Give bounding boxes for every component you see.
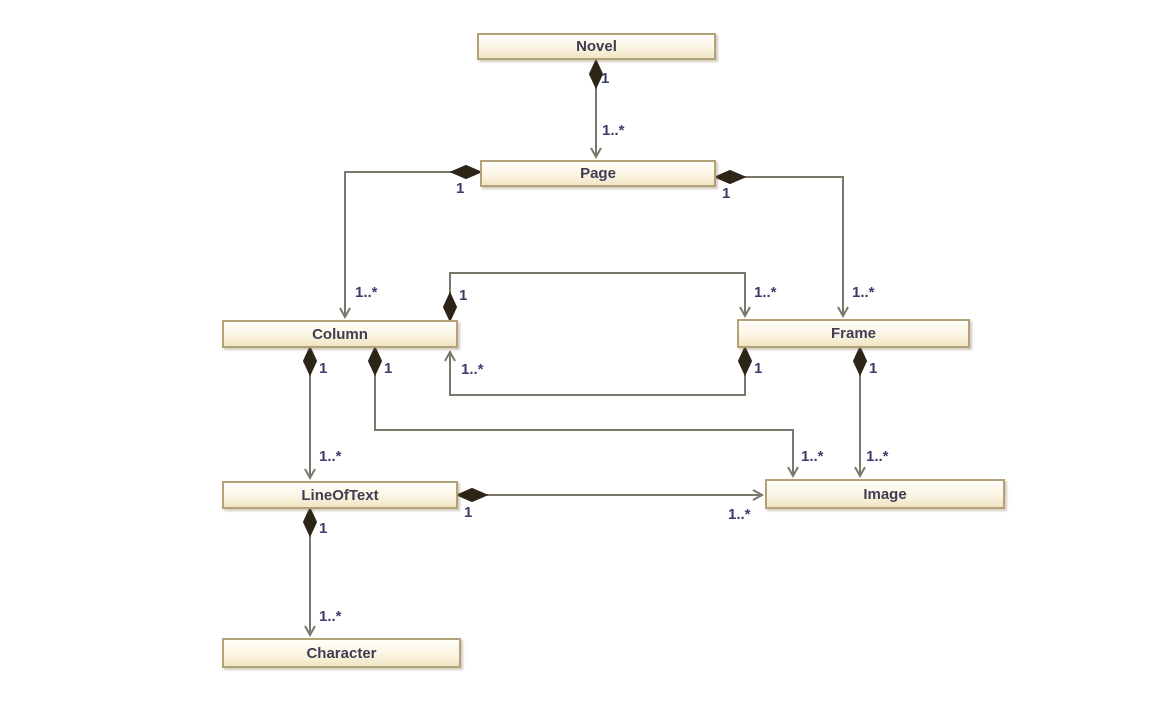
- class-name: LineOfText: [301, 486, 379, 504]
- edge-column-image: [367, 345, 799, 479]
- aggregation-diamond-icon: [455, 487, 489, 503]
- multiplicity-label: 1: [869, 360, 878, 377]
- class-name: Novel: [576, 38, 617, 55]
- open-arrowhead-icon: [339, 307, 351, 320]
- class-lineoftext: LineOfText: [222, 481, 458, 509]
- aggregation-diamond-icon: [588, 58, 604, 90]
- multiplicity-label: 1..*: [801, 448, 824, 465]
- multiplicity-label: 1: [754, 360, 763, 377]
- edge-frame-image: [852, 345, 868, 479]
- aggregation-diamond-icon: [737, 345, 753, 377]
- class-name: Frame: [830, 325, 877, 342]
- class-name: Column: [312, 325, 368, 343]
- open-arrowhead-icon: [590, 147, 602, 160]
- edge-column-lineoftext: [302, 345, 318, 481]
- class-name: Page: [580, 165, 616, 182]
- class-image: Image: [765, 479, 1005, 509]
- edge-novel-page: [588, 58, 604, 160]
- class-frame: Frame: [737, 319, 970, 348]
- multiplicity-label: 1: [384, 360, 393, 377]
- aggregation-diamond-icon: [852, 345, 868, 377]
- edge-lineoftext-character: [302, 506, 318, 638]
- open-arrowhead-icon: [752, 489, 765, 501]
- multiplicity-label: 1..*: [728, 506, 751, 523]
- multiplicity-label: 1..*: [355, 284, 378, 301]
- open-arrowhead-icon: [304, 625, 316, 638]
- aggregation-diamond-icon: [449, 164, 483, 180]
- multiplicity-label: 1..*: [319, 448, 342, 465]
- multiplicity-label: 1: [459, 287, 468, 304]
- edge-page-frame: [713, 169, 849, 319]
- multiplicity-label: 1: [601, 70, 610, 87]
- multiplicity-label: 1: [319, 520, 328, 537]
- aggregation-diamond-icon: [367, 345, 383, 377]
- class-page: Page: [480, 160, 716, 187]
- class-character: Character: [222, 638, 461, 668]
- open-arrowhead-icon: [837, 306, 849, 319]
- multiplicity-label: 1..*: [461, 361, 484, 378]
- multiplicity-label: 1: [319, 360, 328, 377]
- multiplicity-label: 1..*: [319, 608, 342, 625]
- multiplicity-label: 1: [456, 180, 465, 197]
- edge-page-column: [339, 164, 483, 320]
- multiplicity-label: 1: [722, 185, 731, 202]
- multiplicity-label: 1..*: [602, 122, 625, 139]
- open-arrowhead-icon: [854, 466, 866, 479]
- multiplicity-label: 1..*: [754, 284, 777, 301]
- open-arrowhead-icon: [304, 468, 316, 481]
- aggregation-diamond-icon: [302, 345, 318, 377]
- multiplicity-label: 1: [464, 504, 473, 521]
- class-novel: Novel: [477, 33, 716, 60]
- edge-lineoftext-image: [455, 487, 765, 503]
- aggregation-diamond-icon: [713, 169, 747, 185]
- aggregation-diamond-icon: [302, 506, 318, 538]
- open-arrowhead-icon: [739, 306, 751, 319]
- multiplicity-label: 1..*: [866, 448, 889, 465]
- edge-frame-column: [444, 345, 753, 396]
- aggregation-diamond-icon: [442, 291, 458, 323]
- edge-column-frame: [442, 272, 751, 323]
- open-arrowhead-icon: [444, 349, 456, 362]
- multiplicity-label: 1..*: [852, 284, 875, 301]
- class-name: Image: [863, 485, 907, 503]
- class-name: Character: [306, 644, 377, 662]
- class-column: Column: [222, 320, 458, 348]
- open-arrowhead-icon: [787, 466, 799, 479]
